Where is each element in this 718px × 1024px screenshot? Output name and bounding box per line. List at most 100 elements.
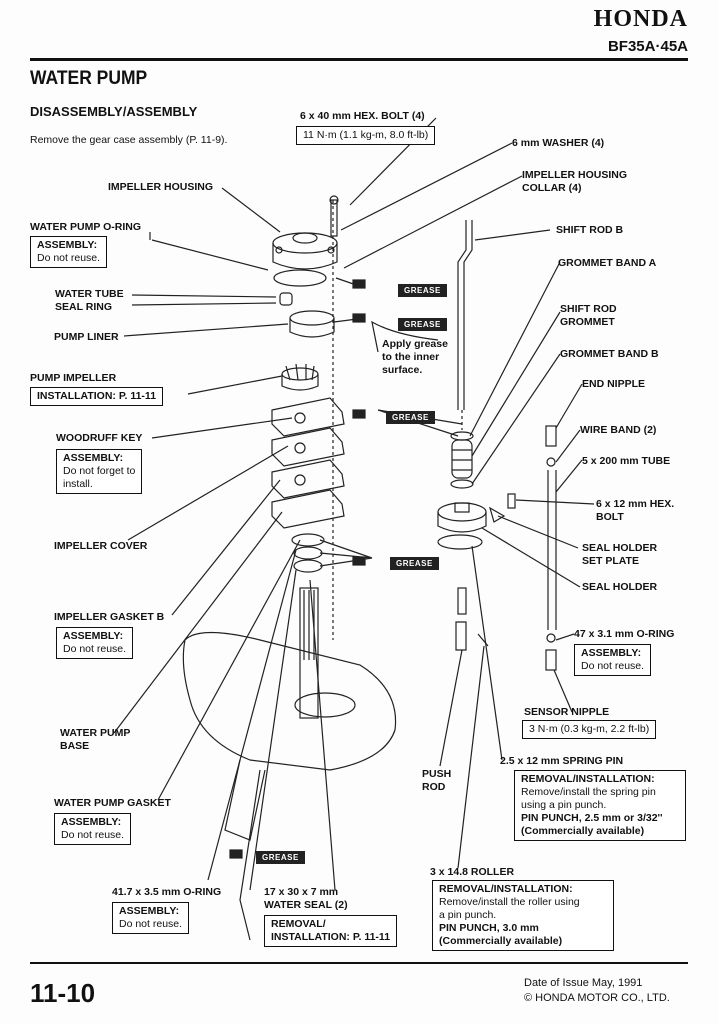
note-heading: ASSEMBLY:	[63, 630, 124, 642]
wp-oring-note: ASSEMBLY:Do not reuse.	[30, 236, 108, 268]
grease-tag-2: GREASE	[398, 318, 447, 331]
hex-bolt-torque-box: 11 N·m (1.1 kg-m, 8.0 ft-lb)	[296, 126, 436, 145]
label-pump-impeller: PUMP IMPELLER	[30, 372, 117, 384]
label-oring-417: 41.7 x 3.5 mm O-RING	[112, 886, 222, 898]
label-roller: 3 x 14.8 ROLLER	[430, 866, 515, 878]
label-grommet-band-b: GROMMET BAND B	[560, 348, 659, 360]
label-end-nipple: END NIPPLE	[582, 378, 646, 390]
impeller-installation-box: INSTALLATION: P. 11-11	[30, 387, 164, 406]
note-heading: REMOVAL/INSTALLATION:	[521, 773, 655, 785]
note-heading: ASSEMBLY:	[119, 905, 180, 917]
wp-gasket-note: ASSEMBLY:Do not reuse.	[54, 813, 132, 845]
label-line-1: 17 x 30 x 7 mm	[264, 886, 339, 898]
note-line-1: Remove/install the spring pin	[521, 786, 656, 798]
label-line-2: WATER SEAL (2)	[264, 899, 348, 911]
label-shift-rod-b: SHIFT ROD B	[556, 224, 624, 236]
note-heading: ASSEMBLY:	[37, 239, 98, 251]
section-title: WATER PUMP	[30, 68, 148, 89]
note-heading: ASSEMBLY:	[63, 452, 124, 464]
label-line-2: BOLT	[596, 511, 624, 523]
note-line-2: a pin punch.	[439, 909, 497, 921]
note-heading: ASSEMBLY:	[581, 647, 642, 659]
label-wire-band: WIRE BAND (2)	[580, 424, 657, 436]
label-hex-bolt-12: 6 x 12 mm HEX.BOLT	[596, 498, 674, 524]
installation-ref: INSTALLATION: P. 11-11	[37, 390, 157, 402]
note-line-2: using a pin punch.	[521, 799, 607, 811]
label-line-1: 6 x 12 mm HEX.	[596, 498, 675, 510]
grease-tag-5: GREASE	[256, 851, 305, 864]
label-sensor-nipple: SENSOR NIPPLE	[524, 706, 610, 718]
label-line-1: WATER PUMP	[60, 727, 131, 739]
footer-info: Date of Issue May, 1991 © HONDA MOTOR CO…	[524, 976, 670, 1006]
label-impeller-cover: IMPELLER COVER	[54, 540, 148, 552]
model-name: BF35A·45A	[607, 38, 688, 55]
page-number: 11-10	[30, 978, 96, 1008]
note-text: Do not reuse.	[61, 829, 125, 841]
note-heading: REMOVAL/	[271, 918, 326, 930]
note-text: Do not reuse.	[119, 918, 183, 930]
spring-pin-note: REMOVAL/INSTALLATION: Remove/install the…	[514, 770, 686, 841]
label-line-2: GROMMET	[560, 316, 615, 328]
grease-tag-1: GREASE	[398, 284, 447, 297]
label-impeller-gasket-b: IMPELLER GASKET B	[54, 611, 165, 623]
note-line-2: install.	[63, 478, 93, 490]
tool-availability: (Commercially available)	[521, 825, 645, 837]
note-line-3: surface.	[382, 364, 423, 376]
label-washer: 6 mm WASHER (4)	[512, 137, 605, 149]
label-line-1: SEAL HOLDER	[582, 542, 658, 554]
gasket-b-note: ASSEMBLY:Do not reuse.	[56, 627, 134, 659]
label-line-2: BASE	[60, 740, 90, 752]
note-heading: ASSEMBLY:	[61, 816, 122, 828]
oring-47-note: ASSEMBLY:Do not reuse.	[574, 644, 652, 676]
note-line-1: Remove/install the roller using	[439, 896, 580, 908]
grease-tag-3: GREASE	[386, 411, 435, 424]
note-text: Do not reuse.	[581, 660, 645, 672]
label-wp-oring: WATER PUMP O-RING	[30, 221, 142, 233]
note-text: Do not reuse.	[63, 643, 127, 655]
label-pump-liner: PUMP LINER	[54, 331, 119, 343]
label-impeller-housing-collar: IMPELLER HOUSING COLLAR (4)	[522, 169, 628, 194]
note-heading: REMOVAL/INSTALLATION:	[439, 883, 573, 895]
roller-note: REMOVAL/INSTALLATION: Remove/install the…	[432, 880, 614, 951]
label-line-2: SET PLATE	[582, 555, 639, 567]
water-seal-note: REMOVAL/INSTALLATION: P. 11-11	[264, 915, 398, 947]
label-seal-holder: SEAL HOLDER	[582, 581, 658, 593]
installation-ref: INSTALLATION: P. 11-11	[271, 931, 391, 943]
label-hex-bolt: 6 x 40 mm HEX. BOLT (4)	[300, 110, 425, 122]
header-rule	[30, 58, 688, 61]
label-line-1: SHIFT ROD	[560, 303, 617, 315]
label-line-2: SEAL RING	[55, 301, 112, 313]
tool-name: PIN PUNCH, 2.5 mm or 3/32''	[521, 812, 663, 824]
label-tube: 5 x 200 mm TUBE	[582, 455, 671, 467]
label-woodruff-key: WOODRUFF KEY	[56, 432, 143, 444]
intro-text: Remove the gear case assembly (P. 11-9).	[30, 134, 228, 146]
label-grommet-band-a: GROMMET BAND A	[558, 257, 657, 269]
label-oring-47: 47 x 3.1 mm O-RING	[574, 628, 675, 640]
oring-417-note: ASSEMBLY:Do not reuse.	[112, 902, 190, 934]
tool-name: PIN PUNCH, 3.0 mm	[439, 922, 539, 934]
label-line-1: WATER TUBE	[55, 288, 124, 300]
label-water-pump-gasket: WATER PUMP GASKET	[54, 797, 171, 809]
label-spring-pin: 2.5 x 12 mm SPRING PIN	[500, 755, 624, 767]
copyright: © HONDA MOTOR CO., LTD.	[524, 992, 670, 1004]
note-line-2: to the inner	[382, 351, 440, 363]
note-text: Do not reuse.	[37, 252, 101, 264]
footer-rule	[30, 962, 688, 964]
subsection-title: DISASSEMBLY/ASSEMBLY	[30, 104, 198, 119]
note-line-1: Do not forget to	[63, 465, 136, 477]
sensor-torque-box: 3 N·m (0.3 kg-m, 2.2 ft-lb)	[522, 720, 657, 739]
label-line-1: PUSH	[422, 768, 452, 780]
label-impeller-housing: IMPELLER HOUSING	[108, 181, 214, 193]
label-line-2: ROD	[422, 781, 446, 793]
grease-tag-4: GREASE	[390, 557, 439, 570]
brand-logo: HONDA	[593, 6, 688, 32]
